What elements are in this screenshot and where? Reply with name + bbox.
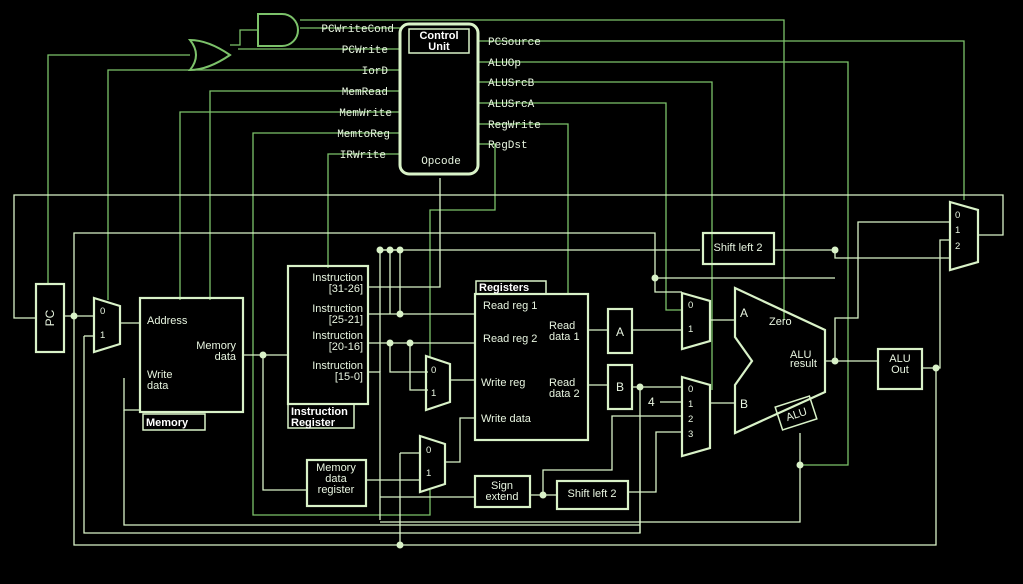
ir-field-20-16: Instruction	[312, 330, 363, 342]
signal-memtoreg: MemtoReg	[337, 129, 390, 141]
ir-field-31-26: Instruction	[312, 272, 363, 284]
svg-text:1: 1	[426, 468, 431, 479]
signal-irwrite: IRWrite	[340, 150, 386, 162]
ir-field-15-0: Instruction	[312, 360, 363, 372]
opcode-label: Opcode	[421, 156, 461, 168]
svg-text:1: 1	[955, 225, 960, 236]
shift-left-2-bottom: Shift left 2	[555, 479, 630, 511]
svg-text:1: 1	[688, 399, 693, 410]
svg-text:Register: Register	[291, 417, 336, 429]
svg-text:Shift left 2: Shift left 2	[714, 242, 763, 254]
svg-text:0: 0	[431, 365, 436, 376]
write-data-port: Write data	[481, 413, 532, 425]
svg-text:[15-0]: [15-0]	[335, 371, 363, 383]
svg-text:register: register	[318, 484, 355, 496]
signal-pcwrite: PCWrite	[342, 45, 388, 57]
memory-data-port: Memory	[196, 340, 236, 352]
memory-data-register: Memory data register	[305, 458, 368, 508]
signal-aluop: ALUOp	[488, 58, 521, 70]
signal-alusrcb: ALUSrcB	[488, 78, 535, 90]
ir-field-25-21: Instruction	[312, 303, 363, 315]
svg-text:0: 0	[688, 384, 693, 395]
svg-text:result: result	[790, 358, 817, 370]
svg-text:B: B	[616, 380, 624, 394]
write-reg-port: Write reg	[481, 377, 525, 389]
register-b: B	[606, 363, 634, 411]
svg-text:1: 1	[688, 324, 693, 335]
svg-text:[20-16]: [20-16]	[329, 341, 363, 353]
svg-text:Sign: Sign	[491, 480, 513, 492]
memory: Memory Address Memory data Write data	[138, 296, 245, 431]
svg-text:Out: Out	[891, 364, 909, 376]
signal-alusrca: ALUSrcA	[488, 99, 535, 111]
alu-zero-output: Zero	[769, 316, 792, 328]
sign-extend: Sign extend	[473, 474, 532, 509]
junction-dots	[70, 246, 940, 549]
pcsource-mux: 0 1 2	[948, 200, 980, 272]
pc-mux: 0 1	[92, 296, 122, 354]
register-a: A	[606, 307, 634, 355]
memory-write-data-port: Write	[147, 369, 172, 381]
or-gate	[187, 38, 232, 72]
control-signal-labels: PCWriteCond PCWrite IorD MemRead MemWrit…	[321, 24, 540, 162]
regdst-mux: 0 1	[424, 354, 452, 412]
constant-four: 4	[648, 395, 655, 409]
signal-pcsource: PCSource	[488, 37, 541, 49]
read-reg-2-port: Read reg 2	[483, 333, 537, 345]
alu-input-a: A	[740, 306, 748, 320]
signal-memwrite: MemWrite	[339, 108, 392, 120]
alu: ALU A B Zero ALU result	[733, 286, 827, 435]
svg-text:1: 1	[431, 388, 436, 399]
and-gate	[257, 13, 299, 47]
svg-text:0: 0	[688, 300, 693, 311]
pc-register: PC	[34, 282, 66, 354]
svg-text:0: 0	[100, 306, 105, 317]
instruction-register: Instruction Register Instruction [31-26]…	[286, 264, 370, 429]
svg-text:0: 0	[426, 445, 431, 456]
registers-title: Registers	[479, 282, 529, 294]
alu-out-register: ALU Out	[876, 347, 924, 391]
signal-regwrite: RegWrite	[488, 120, 541, 132]
svg-text:data: data	[147, 380, 169, 392]
alu-input-b: B	[740, 397, 748, 411]
memtoreg-mux: 0 1	[418, 434, 447, 494]
svg-text:ALU: ALU	[889, 353, 910, 365]
instruction-register-title: Instruction	[291, 406, 348, 418]
signal-iord: IorD	[362, 66, 389, 78]
read-data-2-port: Read	[549, 377, 575, 389]
svg-text:1: 1	[100, 330, 105, 341]
alusrcb-mux: 0 1 2 3	[680, 375, 712, 458]
svg-text:data: data	[325, 473, 347, 485]
control-unit: Control Unit Opcode	[398, 22, 480, 176]
svg-text:2: 2	[955, 241, 960, 252]
signal-pcwritecond: PCWriteCond	[321, 24, 394, 36]
control-unit-title-2: Unit	[428, 41, 450, 53]
memory-title: Memory	[146, 417, 189, 429]
svg-text:2: 2	[688, 414, 693, 425]
read-reg-1-port: Read reg 1	[483, 300, 537, 312]
shift-left-2-top: Shift left 2	[701, 231, 776, 266]
svg-text:data 1: data 1	[549, 331, 580, 343]
svg-text:data: data	[215, 351, 237, 363]
svg-text:Shift left 2: Shift left 2	[568, 488, 617, 500]
signal-memread: MemRead	[342, 87, 388, 99]
svg-text:data 2: data 2	[549, 388, 580, 400]
control-wires	[47, 19, 965, 516]
alu-result-output: ALU	[790, 349, 811, 361]
memory-address-port: Address	[147, 315, 188, 327]
svg-text:extend: extend	[485, 491, 518, 503]
control-unit-title: Control	[419, 30, 458, 42]
register-file: Registers Read reg 1 Read reg 2 Write re…	[473, 280, 590, 442]
pc-label: PC	[43, 309, 57, 326]
svg-text:[31-26]: [31-26]	[329, 283, 363, 295]
svg-text:Memory: Memory	[316, 462, 356, 474]
read-data-1-port: Read	[549, 320, 575, 332]
svg-text:0: 0	[955, 210, 960, 221]
svg-text:A: A	[616, 325, 624, 339]
signal-regdst: RegDst	[488, 140, 528, 152]
svg-text:[25-21]: [25-21]	[329, 314, 363, 326]
alusrca-mux: 0 1	[680, 291, 712, 351]
svg-text:3: 3	[688, 429, 693, 440]
